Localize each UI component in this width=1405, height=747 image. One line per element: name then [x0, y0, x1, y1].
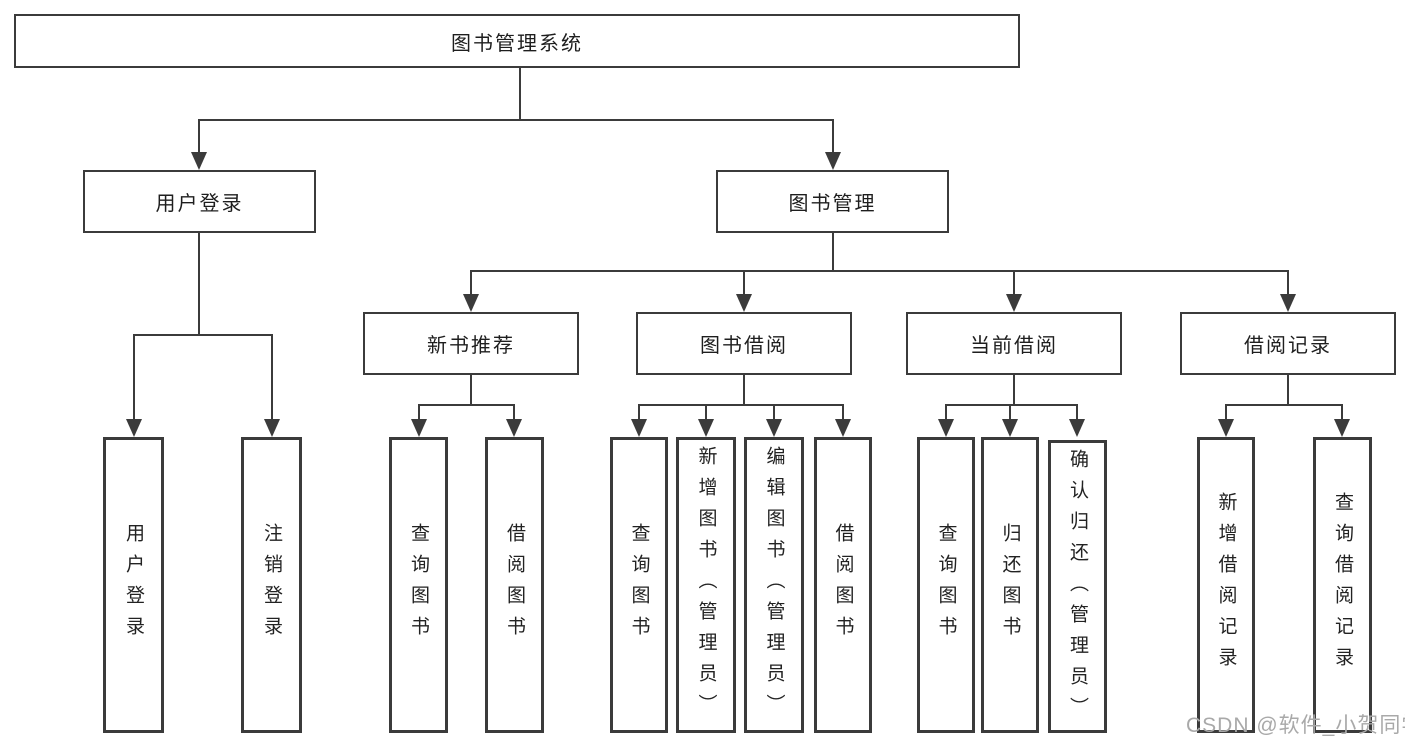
connector-vline — [1225, 404, 1227, 421]
connector-hline — [418, 404, 515, 406]
node-user-login: 用户登录 — [83, 170, 316, 233]
node-book-management: 图书管理 — [716, 170, 949, 233]
watermark-text: CSDN @软件_小贺同学 — [1186, 714, 1405, 737]
connector-vline — [133, 334, 135, 421]
arrowhead-down-icon — [506, 419, 522, 437]
connector-vline — [418, 404, 420, 421]
connector-vline — [705, 404, 707, 421]
node-label: 图书借阅 — [700, 335, 788, 357]
connector-hline — [1225, 404, 1343, 406]
leaf-query-books-3: 查询图书 — [917, 437, 975, 733]
leaf-confirm-return-admin: 确认归还（管理员） — [1048, 440, 1107, 733]
connector-vline — [1009, 404, 1011, 421]
leaf-query-books-2: 查询图书 — [610, 437, 668, 733]
leaf-label: 查询图书 — [628, 523, 650, 647]
arrowhead-down-icon — [766, 419, 782, 437]
leaf-label: 新增借阅记录 — [1215, 492, 1237, 678]
connector-vline — [832, 119, 834, 155]
leaf-logout: 注销登录 — [241, 437, 302, 733]
connector-vline — [470, 270, 472, 297]
arrowhead-down-icon — [938, 419, 954, 437]
leaf-borrow-books-2: 借阅图书 — [814, 437, 872, 733]
leaf-query-books-1: 查询图书 — [389, 437, 448, 733]
connector-vline — [743, 270, 745, 297]
connector-vline — [271, 334, 273, 421]
connector-vline — [519, 68, 521, 121]
node-label: 当前借阅 — [970, 335, 1058, 357]
arrowhead-down-icon — [126, 419, 142, 437]
leaf-label: 借阅图书 — [832, 523, 854, 647]
connector-vline — [1013, 375, 1015, 406]
connector-vline — [198, 119, 200, 155]
connector-vline — [945, 404, 947, 421]
node-label: 新书推荐 — [427, 335, 515, 357]
leaf-label: 归还图书 — [999, 523, 1021, 647]
leaf-label: 确认归还（管理员） — [1067, 449, 1088, 728]
node-label: 用户登录 — [155, 193, 244, 215]
node-borrow-record: 借阅记录 — [1180, 312, 1396, 375]
arrowhead-down-icon — [1280, 294, 1296, 312]
connector-vline — [1287, 375, 1289, 406]
leaf-user-login: 用户登录 — [103, 437, 164, 733]
connector-vline — [842, 404, 844, 421]
connector-vline — [1013, 270, 1015, 297]
connector-vline — [470, 375, 472, 406]
connector-vline — [1287, 270, 1289, 297]
leaf-label: 查询图书 — [935, 523, 957, 647]
node-label: 图书管理 — [788, 193, 877, 215]
connector-vline — [1341, 404, 1343, 421]
connector-hline — [470, 270, 1289, 272]
connector-vline — [773, 404, 775, 421]
leaf-label: 新增图书（管理员） — [695, 446, 717, 725]
leaf-query-borrow-record: 查询借阅记录 — [1313, 437, 1372, 733]
connector-vline — [198, 233, 200, 336]
leaf-label: 编辑图书（管理员） — [763, 446, 785, 725]
leaf-add-book-admin: 新增图书（管理员） — [676, 437, 736, 733]
node-library-system: 图书管理系统 — [14, 14, 1020, 68]
node-book-borrow: 图书借阅 — [636, 312, 852, 375]
leaf-label: 查询图书 — [408, 523, 429, 647]
node-label: 借阅记录 — [1244, 335, 1332, 357]
node-label: 图书管理系统 — [451, 32, 583, 55]
arrowhead-down-icon — [1334, 419, 1350, 437]
arrowhead-down-icon — [264, 419, 280, 437]
node-new-book-recommend: 新书推荐 — [363, 312, 579, 375]
leaf-label: 用户登录 — [123, 523, 144, 647]
arrowhead-down-icon — [1218, 419, 1234, 437]
arrowhead-down-icon — [1069, 419, 1085, 437]
leaf-label: 注销登录 — [261, 523, 282, 647]
leaf-label: 查询借阅记录 — [1332, 492, 1353, 678]
leaf-borrow-books-1: 借阅图书 — [485, 437, 544, 733]
arrowhead-down-icon — [698, 419, 714, 437]
arrowhead-down-icon — [631, 419, 647, 437]
leaf-edit-book-admin: 编辑图书（管理员） — [744, 437, 804, 733]
leaf-add-borrow-record: 新增借阅记录 — [1197, 437, 1255, 733]
arrowhead-down-icon — [463, 294, 479, 312]
arrowhead-down-icon — [411, 419, 427, 437]
arrowhead-down-icon — [1006, 294, 1022, 312]
connector-vline — [638, 404, 640, 421]
arrowhead-down-icon — [825, 152, 841, 170]
arrowhead-down-icon — [835, 419, 851, 437]
connector-vline — [513, 404, 515, 421]
connector-vline — [743, 375, 745, 406]
arrowhead-down-icon — [736, 294, 752, 312]
connector-vline — [1076, 404, 1078, 421]
node-current-borrow: 当前借阅 — [906, 312, 1122, 375]
arrowhead-down-icon — [191, 152, 207, 170]
connector-vline — [832, 233, 834, 272]
leaf-return-books: 归还图书 — [981, 437, 1039, 733]
leaf-label: 借阅图书 — [504, 523, 525, 647]
connector-hline — [638, 404, 844, 406]
arrowhead-down-icon — [1002, 419, 1018, 437]
connector-hline — [945, 404, 1078, 406]
connector-hline — [133, 334, 273, 336]
connector-hline — [198, 119, 834, 121]
